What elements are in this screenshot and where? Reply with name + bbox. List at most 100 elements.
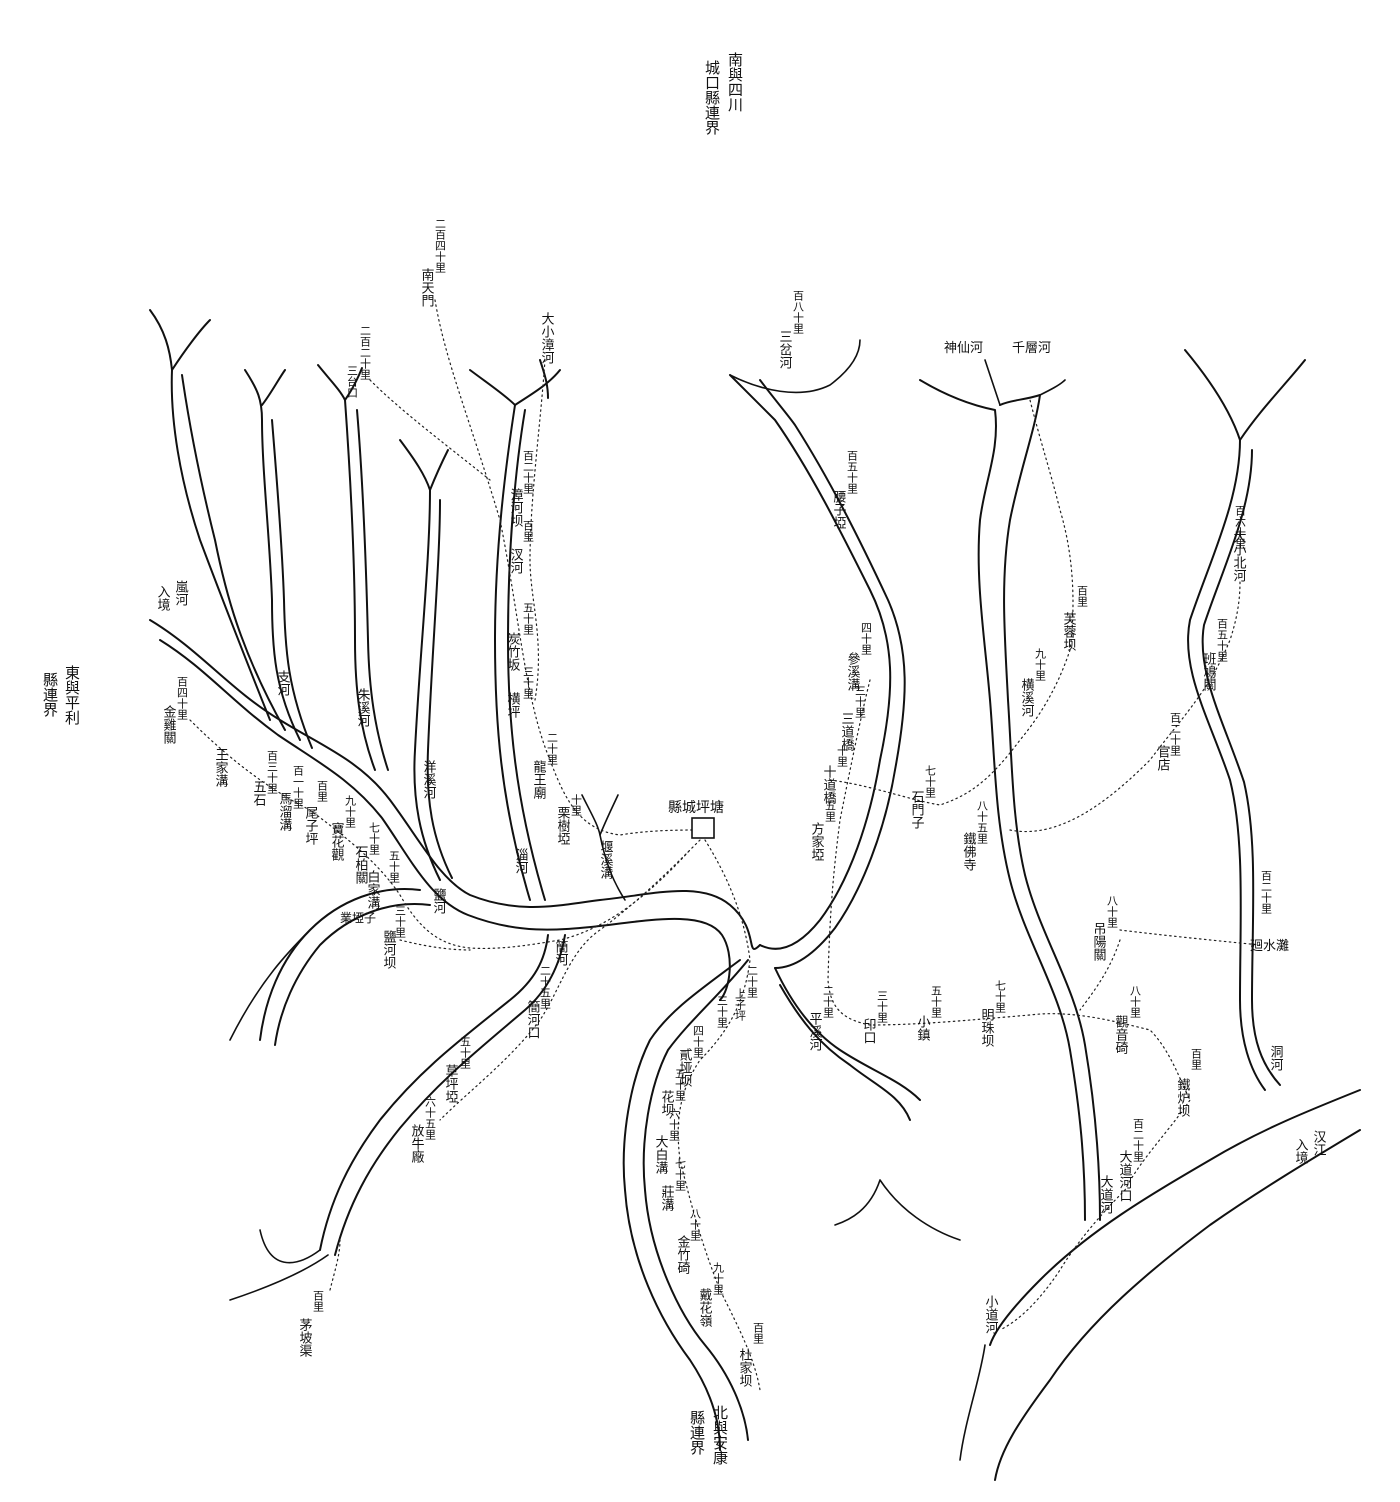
- label-yao-xi-gou: 堰溪溝: [598, 840, 614, 880]
- label-qian-ceng-he: 千層河: [1012, 341, 1051, 356]
- label-tie-fo-si: 鐵佛寺: [961, 831, 977, 871]
- label-wei-zi-ping: 尾子坪: [303, 806, 319, 845]
- label-yang-xi-he: 洋溪河: [421, 760, 437, 799]
- label-jin-zhu-qi: 金竹碕: [675, 1234, 691, 1274]
- route-diaoyang: [1119, 929, 1261, 946]
- east-river-e: [759, 379, 906, 969]
- label-da-xiao-zhang-he: 大小漳河: [539, 312, 555, 364]
- label-zhang-he-ba: 漳河坝: [508, 487, 524, 527]
- dist-ping-xi-he: 二十里: [822, 985, 835, 1018]
- label-dong-he: 洞河: [1268, 1045, 1284, 1071]
- label-diao-yang-guan: 吊陽關: [1091, 922, 1106, 961]
- route-cao-ping: [399, 939, 471, 951]
- zi-he-w: [469, 369, 531, 901]
- route-guandian: [1009, 579, 1241, 832]
- main-river-north-bank: [149, 619, 761, 950]
- dist-li-shu-ya: 十里: [570, 793, 583, 816]
- lan-he-east: [171, 319, 286, 731]
- label-can-xi-gou: 參溪溝: [845, 652, 861, 692]
- label-guan-yin-qi: 觀音碕: [1113, 1015, 1129, 1054]
- jian-he-w: [319, 934, 549, 1251]
- label-fu-rong-ba: 芙蓉坝: [1061, 612, 1077, 651]
- label-tie-lu-ba: 鐵炉坝: [1175, 1077, 1191, 1117]
- label-shen-xian-he: 神仙河: [944, 341, 983, 356]
- dist-nan-tian-men: 二百四十里: [434, 218, 447, 273]
- shenxian-src: [984, 359, 1001, 406]
- label-da-xiao-bei-he: 大小北河: [1231, 530, 1247, 582]
- label-wu-shi: 五石: [251, 780, 267, 806]
- label-bai-ya-ba: 貳垭坝: [677, 1048, 693, 1087]
- route-santaikou: [369, 379, 491, 481]
- east-river-w: [729, 374, 892, 950]
- label-da-dao-he: 大道河: [1098, 1175, 1114, 1214]
- dist-san-cha-he: 百八十里: [792, 290, 805, 334]
- label-xiao-dao-he: 小道河: [983, 1295, 999, 1334]
- dist-yan-he-ba: 三十里: [394, 905, 407, 938]
- south-boundary-b: 縣連界: [688, 1410, 706, 1455]
- label-zi-he: 淄河: [513, 848, 529, 874]
- dist-jian-he-kou: 二十五里: [539, 965, 552, 1009]
- label-jin-ji-guan: 金雞關: [161, 704, 177, 744]
- label-yan-he: 鹽河: [431, 888, 447, 914]
- yan-he-s: [274, 903, 431, 1046]
- north-boundary-b: 城口縣連界: [703, 60, 721, 135]
- label-ban-qiao-guan: 班鳩關: [1201, 652, 1217, 691]
- east-lower-b: [779, 984, 911, 1121]
- label-du-jia-ba: 杜家坝: [737, 1348, 753, 1387]
- yang-xi-he-e: [426, 449, 453, 879]
- label-shang-zi-ping: 上子坪: [734, 988, 747, 1022]
- han-jiang-north-bank: [989, 1089, 1361, 1346]
- dist-da-xiao-bei-he: 百六十里: [1234, 505, 1247, 549]
- dist-shang-zi-ping: 二十里: [746, 965, 759, 998]
- dist-long-wang-miao: 二十里: [546, 732, 559, 765]
- lan-he-west: [149, 309, 271, 721]
- zhi-he-e: [261, 369, 313, 749]
- dist-tan-zhu-ban: 五十里: [522, 602, 535, 635]
- dist-cha-he: 百里: [522, 520, 535, 542]
- route-west: [189, 719, 691, 950]
- shenxian-w: [919, 379, 1086, 1221]
- dist-ming-zhu-ba: 七十里: [994, 980, 1007, 1013]
- label-yin-kou: 印口: [861, 1018, 877, 1044]
- east-river-north-hills: [729, 339, 861, 394]
- route-maopo: [329, 1239, 341, 1291]
- qianceng-src: [1039, 379, 1066, 396]
- dist-can-xi-gou: 四十里: [860, 622, 873, 655]
- label-cha-he: 汊河: [508, 548, 524, 574]
- label-zhu-xi-he: 朱溪河: [355, 688, 371, 727]
- dist-du-jia-ba: 百里: [752, 1322, 765, 1344]
- east-hill-spurs: [834, 1179, 961, 1241]
- dist-da-dao-kou: 百二十里: [1132, 1118, 1145, 1162]
- dist-ban-qiao-guan: 百五十里: [1216, 618, 1229, 662]
- south-river-west-bank: [622, 959, 741, 1451]
- dist-hua-ba: 五十里: [674, 1068, 687, 1101]
- dist-bai-ya-ba: 四十里: [692, 1025, 705, 1058]
- label-yan-he-ba: 鹽河坝: [381, 930, 397, 969]
- dist-heng-xi-he: 九十里: [1034, 648, 1047, 681]
- label-han-jiang: 汉江: [1311, 1130, 1327, 1156]
- label-tan-zhu-ban: 炭竹坂: [505, 632, 521, 671]
- dist-shi-bai-guan: 七十里: [368, 822, 381, 855]
- dist-bao-hua-guan: 九十里: [344, 795, 357, 828]
- label-ma-liu-gou: 馬溜溝: [277, 792, 293, 832]
- label-hui-shui-tan: 廻水灘: [1250, 939, 1289, 954]
- route-east-mid: [829, 399, 1074, 806]
- label-dai-hua-ling: 戴花嶺: [697, 1288, 713, 1327]
- dist-wu-dao-ba: 三十里: [716, 995, 729, 1028]
- han-jiang-south-bank: [994, 1129, 1361, 1481]
- xiao-dao-he: [959, 1344, 986, 1461]
- route-south: [677, 839, 761, 1391]
- label-lan-he: 嵐河: [173, 580, 189, 606]
- dist-cao-ping-ya: 五十里: [459, 1036, 472, 1069]
- label-fang-niu-chang: 放牛廠: [409, 1124, 425, 1163]
- county-seat-label: 縣城坪塘: [668, 800, 724, 816]
- label-cao-ping-ya: 草坪埡: [443, 1064, 459, 1103]
- label-long-wang-miao: 龍王廟: [531, 759, 547, 799]
- dist-fang-niu-chang: 六十五里: [424, 1096, 437, 1140]
- label-wang-jia-gou: 王家溝: [213, 748, 229, 788]
- label-ping-xi-he: 平溪河: [807, 1012, 823, 1051]
- small-branch-north: [539, 359, 549, 399]
- river-network: [149, 309, 1361, 1481]
- dist-fu-rong-ba: 百里: [1076, 585, 1089, 607]
- dist-da-bai-gou: 六十里: [668, 1108, 681, 1141]
